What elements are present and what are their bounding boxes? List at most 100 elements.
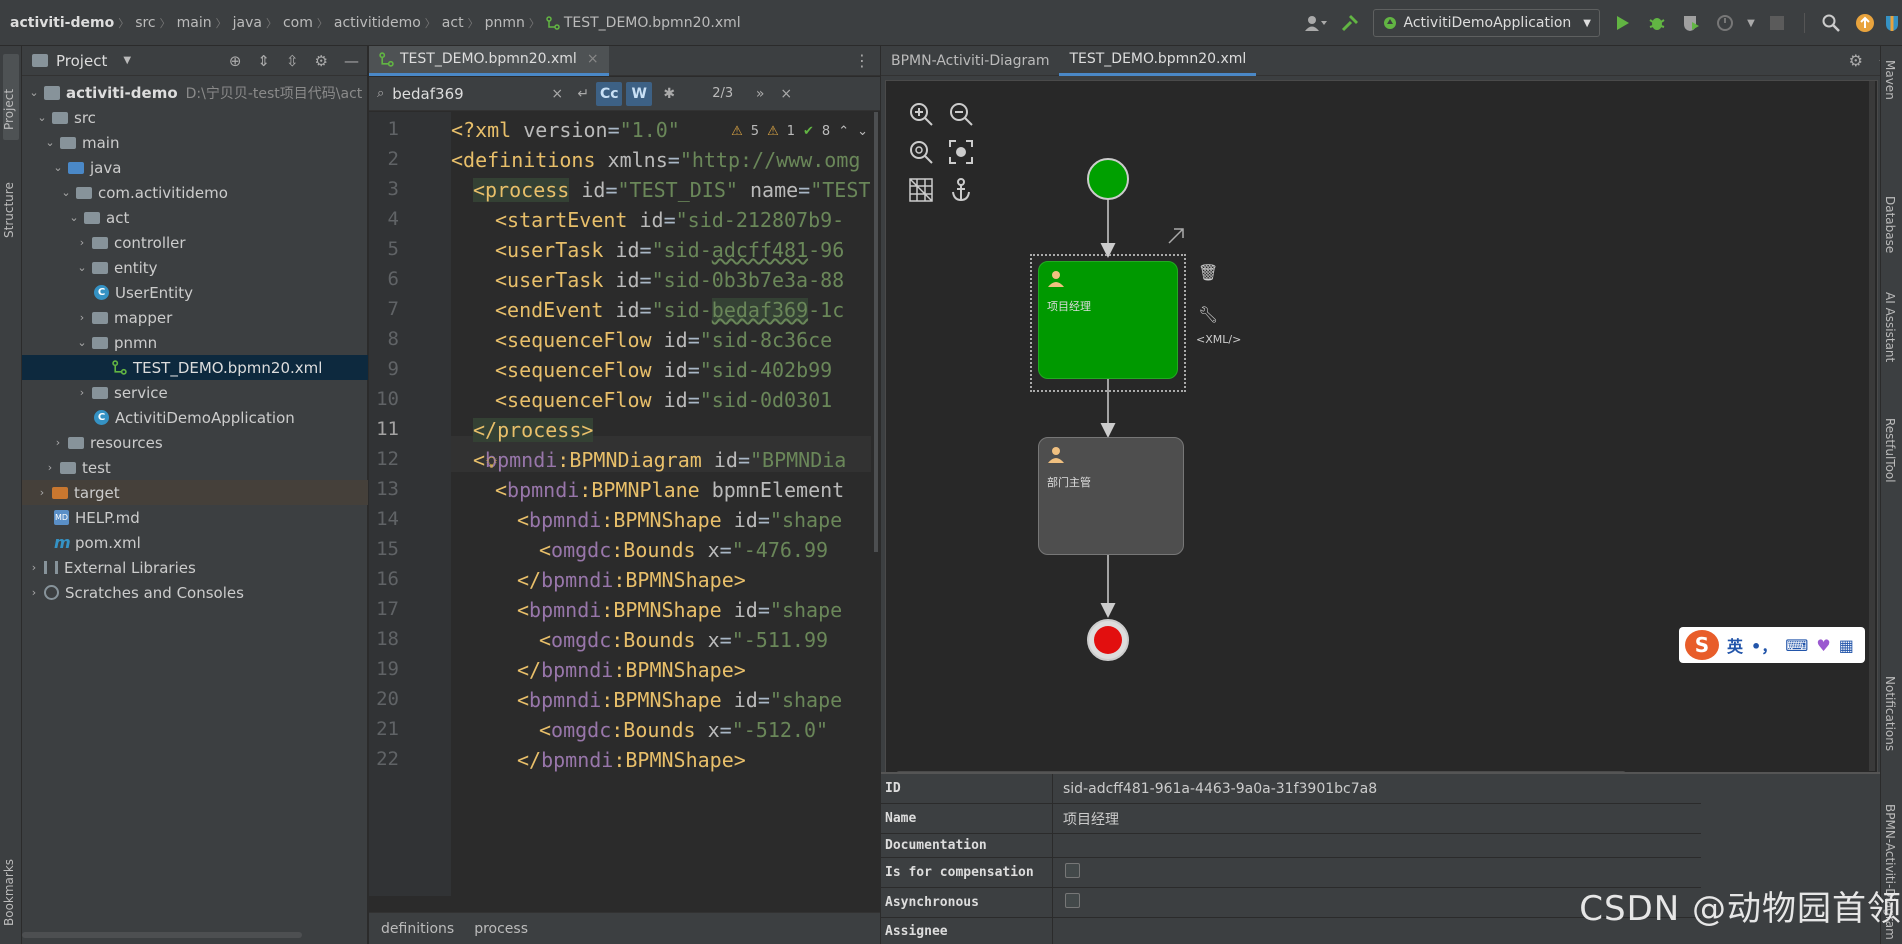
clear-search-icon[interactable]: × (551, 85, 564, 102)
chevron-down-icon[interactable]: ⌄ (61, 186, 71, 199)
tree-item-external-libraries[interactable]: ›External Libraries (22, 555, 368, 580)
tree-item-act[interactable]: ⌄act (22, 205, 368, 230)
tree-item-controller[interactable]: ›controller (22, 230, 368, 255)
match-case-toggle[interactable]: Cc (596, 81, 623, 106)
apps-grid-icon[interactable]: ▦ (1838, 635, 1854, 655)
resize-handle-icon[interactable] (1168, 228, 1184, 244)
vertical-scrollbar[interactable] (1869, 81, 1875, 771)
start-event[interactable] (1087, 158, 1129, 200)
chevron-right-icon[interactable]: › (39, 486, 45, 499)
notifications-tool-label[interactable]: Notifications (1883, 676, 1897, 752)
more-actions-icon[interactable]: » (755, 85, 765, 102)
chevron-down-icon[interactable]: ⌄ (37, 111, 47, 124)
tab-bpmn-activiti-diagram[interactable]: BPMN-Activiti-Diagram (891, 52, 1050, 69)
keyboard-icon[interactable]: ⌨ (1785, 635, 1809, 655)
trash-icon[interactable]: 🗑︎ (1198, 263, 1219, 282)
previous-highlight-icon[interactable]: ⌃ (838, 124, 850, 139)
tree-item-resources[interactable]: ›resources (22, 430, 368, 455)
debug-icon[interactable] (1640, 8, 1674, 38)
profile-icon[interactable] (1708, 8, 1742, 38)
skin-icon[interactable]: ♥ (1816, 635, 1831, 655)
next-highlight-icon[interactable]: ⌄ (857, 124, 868, 139)
user-icon[interactable] (1299, 8, 1333, 38)
property-value[interactable]: 项目经理 (1063, 811, 1119, 828)
line-gutter[interactable] (369, 112, 451, 896)
chevron-right-icon[interactable]: › (47, 461, 53, 474)
chevron-down-icon[interactable]: ⌄ (29, 86, 39, 99)
select-opened-file-icon[interactable]: ⊕ (228, 52, 242, 70)
restfultool-tool-label[interactable]: RestfulTool (1883, 418, 1897, 483)
lightbulb-icon[interactable]: 💡︎ (486, 453, 498, 472)
tree-item-service[interactable]: ›service (22, 380, 368, 405)
search-icon[interactable]: ⌕ (377, 86, 385, 101)
chevron-right-icon[interactable]: › (79, 311, 85, 324)
chevron-right-icon[interactable]: › (79, 236, 85, 249)
property-value[interactable]: sid-adcff481-961a-4463-9a0a-31f3901bc7a8 (1063, 780, 1378, 797)
horizontal-scrollbar[interactable] (22, 932, 302, 938)
chevron-right-icon[interactable]: › (31, 561, 37, 574)
anchor-icon[interactable] (948, 177, 974, 203)
chevron-right-icon[interactable]: › (79, 386, 85, 399)
chevron-down-icon[interactable]: ⌄ (53, 161, 63, 174)
run-configuration-select[interactable]: ActivitiDemoApplication ▼ (1372, 9, 1600, 37)
chevron-down-icon[interactable]: ▼ (123, 55, 132, 66)
breadcrumb-activitidemo[interactable]: activitidemo (333, 14, 421, 31)
breadcrumb-file[interactable]: TEST_DEMO.bpmn20.xml (563, 14, 741, 31)
tree-item-com-activitidemo[interactable]: ⌄com.activitidemo (22, 180, 368, 205)
tree-item-main[interactable]: ⌄main (22, 130, 368, 155)
zoom-out-icon[interactable] (948, 101, 974, 127)
user-task-selected[interactable]: 项目经理 (1038, 261, 1178, 379)
asynchronous-checkbox[interactable] (1065, 893, 1080, 908)
tab-test-demo-bpmn[interactable]: TEST_DEMO.bpmn20.xml × (369, 45, 609, 76)
grid-icon[interactable] (908, 177, 934, 203)
update-icon[interactable] (1848, 8, 1882, 38)
tree-item-mapper[interactable]: ›mapper (22, 305, 368, 330)
chevron-down-icon[interactable]: ⌄ (77, 261, 87, 274)
more-run-chevron-icon[interactable]: ▼ (1747, 17, 1755, 29)
chevron-down-icon[interactable]: ⌄ (77, 336, 87, 349)
inspection-widget[interactable]: ⚠5 ⚠1 ✔8 ⌃ ⌄ (725, 122, 874, 141)
collapse-all-icon[interactable]: ⇳ (285, 52, 299, 70)
tree-item-test-demo-bpmn[interactable]: TEST_DEMO.bpmn20.xml (22, 355, 368, 380)
zoom-reset-icon[interactable] (908, 139, 934, 165)
chevron-down-icon[interactable]: ⌄ (45, 136, 55, 149)
close-icon[interactable]: × (586, 51, 599, 67)
structure-tool-label[interactable]: Structure (2, 182, 16, 238)
settings-gear-icon[interactable]: ⚙ (314, 52, 328, 70)
build-hammer-icon[interactable] (1333, 8, 1367, 38)
zoom-in-icon[interactable] (908, 101, 934, 127)
wrench-icon[interactable]: 🔧︎ (1198, 305, 1219, 324)
chevron-down-icon[interactable]: ⌄ (69, 211, 79, 224)
ime-punctuation[interactable]: •， (1751, 637, 1778, 656)
project-panel-title[interactable]: Project (56, 51, 108, 70)
breadcrumb-com[interactable]: com (282, 14, 313, 31)
breadcrumb-pnmn[interactable]: pnmn (484, 14, 525, 31)
more-tabs-icon[interactable]: ⋮ (854, 51, 870, 70)
tab-test-demo-bpmn[interactable]: TEST_DEMO.bpmn20.xml (1059, 46, 1257, 76)
project-tool-label[interactable]: Project (2, 88, 16, 130)
ai-assistant-tool-label[interactable]: AI Assistant (1883, 292, 1897, 363)
maven-tool-label[interactable]: Maven (1883, 60, 1897, 100)
vertical-scrollbar[interactable] (874, 112, 878, 552)
coverage-icon[interactable] (1674, 8, 1708, 38)
fit-screen-icon[interactable] (948, 139, 974, 165)
whole-word-toggle[interactable]: W (626, 81, 653, 106)
xml-view-link[interactable]: <XML/> (1196, 333, 1242, 346)
tree-item-entity[interactable]: ⌄entity (22, 255, 368, 280)
tree-item-java[interactable]: ⌄java (22, 155, 368, 180)
tree-item-src[interactable]: ⌄src (22, 105, 368, 130)
search-input[interactable] (384, 84, 545, 103)
breadcrumb-java[interactable]: java (232, 14, 262, 31)
chevron-right-icon[interactable]: › (31, 586, 37, 599)
stop-icon[interactable] (1760, 8, 1794, 38)
breadcrumb-main[interactable]: main (176, 14, 212, 31)
compensation-checkbox[interactable] (1065, 863, 1080, 878)
breadcrumb-src[interactable]: src (135, 14, 156, 31)
run-icon[interactable] (1606, 8, 1640, 38)
tree-item-target[interactable]: ›target (22, 480, 368, 505)
